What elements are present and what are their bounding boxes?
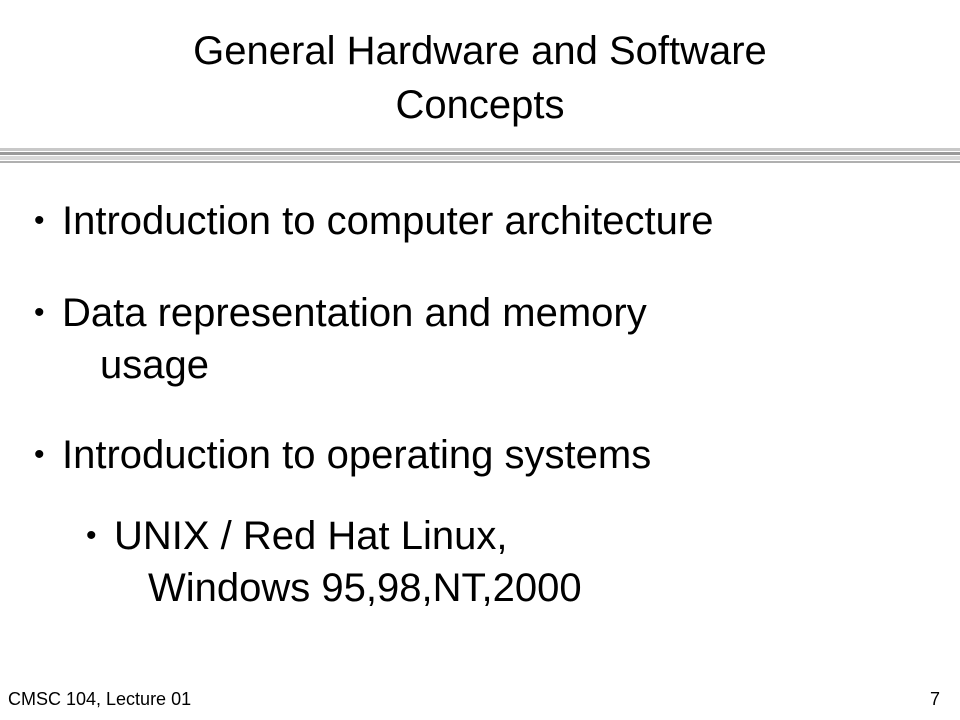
sub-bullet-text-continuation: Windows 95,98,NT,2000	[148, 566, 582, 610]
title-divider-4	[0, 161, 960, 163]
bullet-item-operating-systems: • Introduction to operating systems	[34, 429, 651, 481]
bullet-text: Introduction to operating systems	[62, 433, 652, 477]
bullet-text: Introduction to computer architecture	[62, 199, 714, 243]
bullet-marker: •	[34, 204, 45, 237]
bullet-marker: •	[34, 296, 45, 329]
sub-bullet-text: UNIX / Red Hat Linux,	[114, 514, 508, 558]
slide-title-line-1: General Hardware and Software	[193, 29, 767, 73]
title-divider-1	[0, 148, 960, 151]
bullet-item-data-representation: • Data representation and memory usage	[34, 287, 647, 391]
title-divider-2	[0, 152, 960, 155]
bullet-text: Data representation and memory	[62, 291, 647, 335]
sub-bullet-marker: •	[86, 519, 97, 552]
slide-title: General Hardware and Software Concepts	[0, 24, 960, 132]
bullet-text-continuation: usage	[100, 343, 209, 387]
sub-bullet-item-unix-windows: • UNIX / Red Hat Linux, Windows 95,98,NT,…	[86, 510, 582, 614]
footer-page-number: 7	[929, 689, 940, 709]
footer-course-label: CMSC 104, Lecture 01	[8, 689, 192, 709]
slide-title-line-2: Concepts	[395, 83, 565, 127]
title-divider-3	[0, 156, 960, 160]
bullet-item-computer-architecture: • Introduction to computer architecture	[34, 195, 713, 247]
bullet-marker: •	[34, 438, 45, 471]
